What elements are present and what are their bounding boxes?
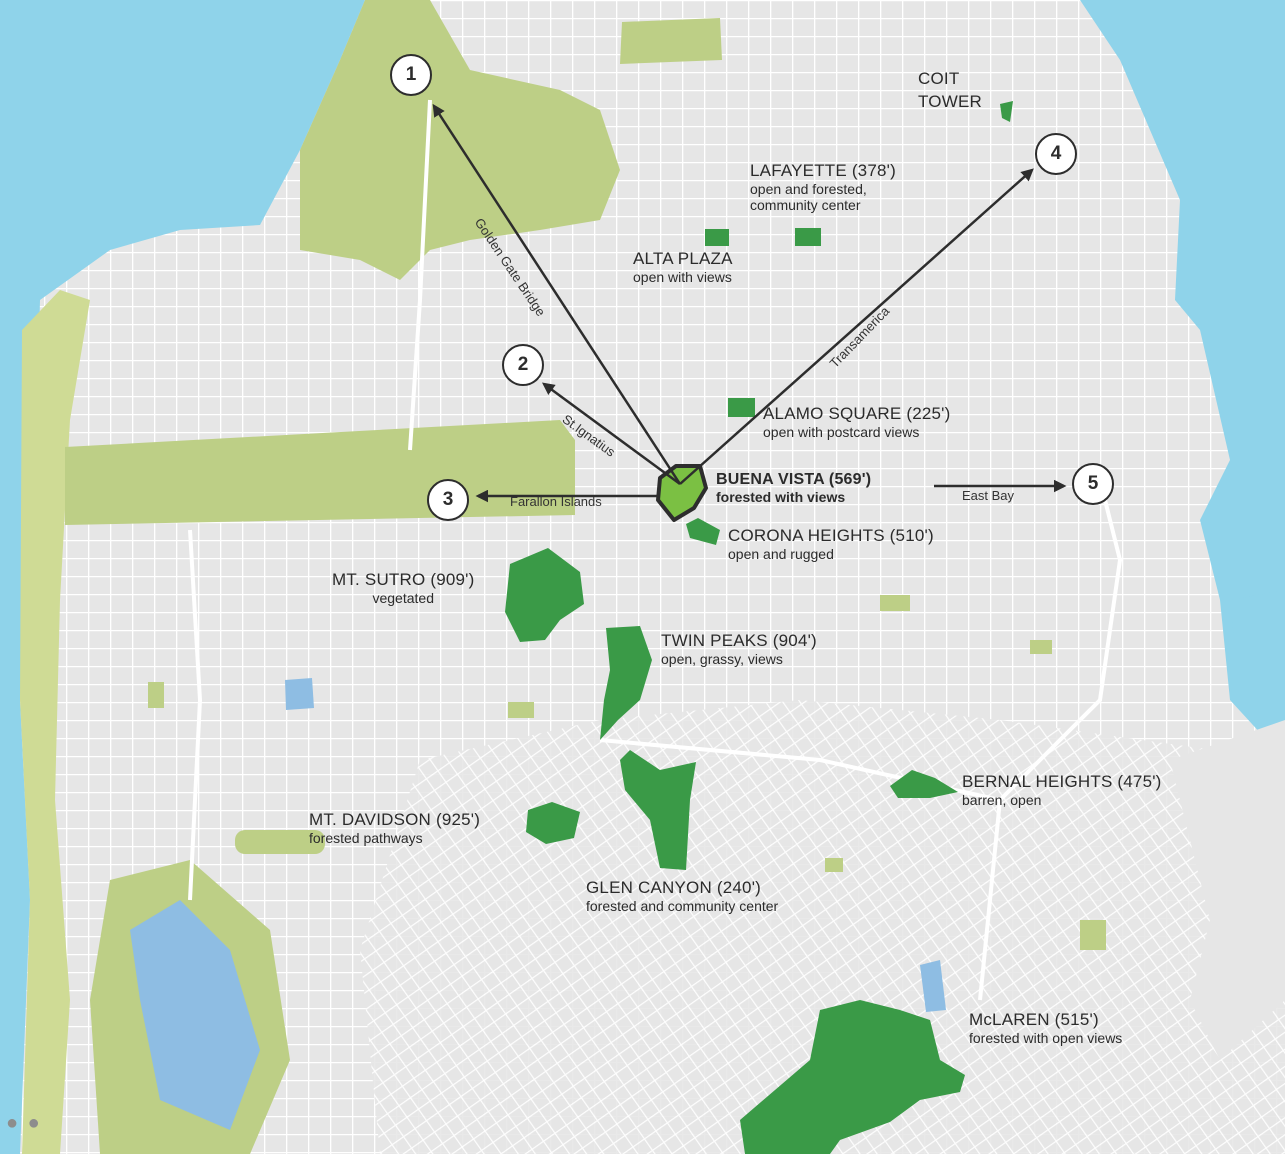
label-bernal-heights-name: BERNAL HEIGHTS (475') bbox=[962, 772, 1162, 791]
label-glen-canyon: GLEN CANYON (240') forested and communit… bbox=[586, 878, 778, 914]
mt-davidson-park bbox=[526, 802, 580, 844]
corona-heights-park bbox=[686, 518, 720, 545]
label-mt-sutro-name: MT. SUTRO (909') bbox=[332, 570, 475, 589]
label-bernal-heights: BERNAL HEIGHTS (475') barren, open bbox=[962, 772, 1162, 808]
label-mclaren: McLAREN (515') forested with open views bbox=[969, 1010, 1122, 1046]
label-alta-plaza: ALTA PLAZA open with views bbox=[633, 249, 733, 285]
label-mclaren-desc: forested with open views bbox=[969, 1030, 1123, 1047]
mclaren-park bbox=[740, 1000, 965, 1154]
park-patch bbox=[508, 702, 534, 718]
alta-plaza-park bbox=[705, 229, 729, 246]
label-mt-davidson-name: MT. DAVIDSON (925') bbox=[309, 810, 481, 829]
label-buena-vista: BUENA VISTA (569') forested with views bbox=[716, 471, 871, 505]
park-patch bbox=[880, 595, 910, 611]
mt-sutro-forest bbox=[505, 548, 584, 642]
label-twin-peaks-desc: open, grassy, views bbox=[661, 651, 783, 668]
route-label-farallon: Farallon Islands bbox=[510, 494, 602, 509]
park-patch bbox=[1080, 920, 1106, 950]
label-alta-plaza-name: ALTA PLAZA bbox=[633, 249, 733, 268]
buena-vista-park bbox=[656, 464, 708, 522]
destination-marker-3[interactable]: 3 bbox=[427, 479, 469, 521]
label-alamo-square: ALAMO SQUARE (225') open with postcard v… bbox=[763, 404, 951, 440]
view-line-golden-gate bbox=[432, 103, 682, 485]
label-alamo-square-desc: open with postcard views bbox=[763, 424, 920, 441]
view-line-st-ignatius bbox=[541, 382, 681, 486]
lake-2 bbox=[920, 960, 946, 1012]
label-lafayette-desc2: community center bbox=[750, 197, 861, 214]
label-mt-davidson: MT. DAVIDSON (925') forested pathways bbox=[309, 810, 480, 846]
coit-tower-park bbox=[1000, 101, 1013, 122]
pagination-dots[interactable]: ● ● bbox=[6, 1112, 42, 1134]
label-coit-tower: COIT TOWER bbox=[918, 68, 998, 114]
destination-marker-2[interactable]: 2 bbox=[502, 344, 544, 386]
land-south bbox=[360, 700, 1285, 1154]
presidio-park bbox=[300, 0, 620, 280]
twin-peaks-park bbox=[600, 626, 652, 740]
park-patch bbox=[1030, 640, 1052, 654]
label-corona-heights-desc: open and rugged bbox=[728, 546, 834, 563]
destination-marker-1[interactable]: 1 bbox=[390, 54, 432, 96]
label-twin-peaks-name: TWIN PEAKS (904') bbox=[661, 631, 817, 650]
label-lafayette-name: LAFAYETTE (378') bbox=[750, 161, 896, 180]
label-buena-vista-desc: forested with views bbox=[716, 489, 846, 506]
lake-1 bbox=[285, 678, 314, 710]
route-label-east-bay: East Bay bbox=[962, 488, 1015, 503]
label-bernal-heights-desc: barren, open bbox=[962, 792, 1042, 809]
view-line-transamerica bbox=[679, 168, 1034, 485]
label-mt-sutro: MT. SUTRO (909') vegetated bbox=[332, 570, 474, 606]
park-patch bbox=[825, 858, 843, 872]
lafayette-park bbox=[795, 228, 821, 246]
peaks bbox=[505, 101, 1013, 1154]
alamo-square-park bbox=[728, 398, 755, 417]
destination-marker-4[interactable]: 4 bbox=[1035, 133, 1077, 175]
glen-canyon-park bbox=[620, 750, 696, 870]
ocean-beach bbox=[20, 290, 90, 1154]
label-glen-canyon-desc: forested and community center bbox=[586, 898, 779, 915]
label-coit-tower-name: COIT TOWER bbox=[918, 69, 982, 111]
label-lafayette-desc: open and forested, bbox=[750, 181, 867, 198]
destination-marker-5[interactable]: 5 bbox=[1072, 463, 1114, 505]
lake-merced bbox=[130, 900, 260, 1130]
park-patch bbox=[235, 830, 325, 854]
park-patch bbox=[148, 682, 164, 708]
label-glen-canyon-name: GLEN CANYON (240') bbox=[586, 878, 762, 897]
label-mt-sutro-desc: vegetated bbox=[372, 590, 434, 607]
label-alta-plaza-desc: open with views bbox=[633, 269, 732, 286]
label-lafayette: LAFAYETTE (378') open and forested, comm… bbox=[750, 161, 896, 214]
label-corona-heights-name: CORONA HEIGHTS (510') bbox=[728, 526, 934, 545]
label-alamo-square-name: ALAMO SQUARE (225') bbox=[763, 404, 951, 423]
north-park bbox=[620, 18, 722, 64]
southeast-shore bbox=[1170, 720, 1285, 1060]
label-mt-davidson-desc: forested pathways bbox=[309, 830, 423, 847]
bay-inlet bbox=[1230, 590, 1285, 700]
label-buena-vista-name: BUENA VISTA (569') bbox=[716, 471, 872, 488]
view-lines bbox=[432, 103, 1067, 503]
label-twin-peaks: TWIN PEAKS (904') open, grassy, views bbox=[661, 631, 817, 667]
bernal-heights-park bbox=[890, 770, 958, 798]
label-corona-heights: CORONA HEIGHTS (510') open and rugged bbox=[728, 526, 934, 562]
label-mclaren-name: McLAREN (515') bbox=[969, 1010, 1099, 1029]
